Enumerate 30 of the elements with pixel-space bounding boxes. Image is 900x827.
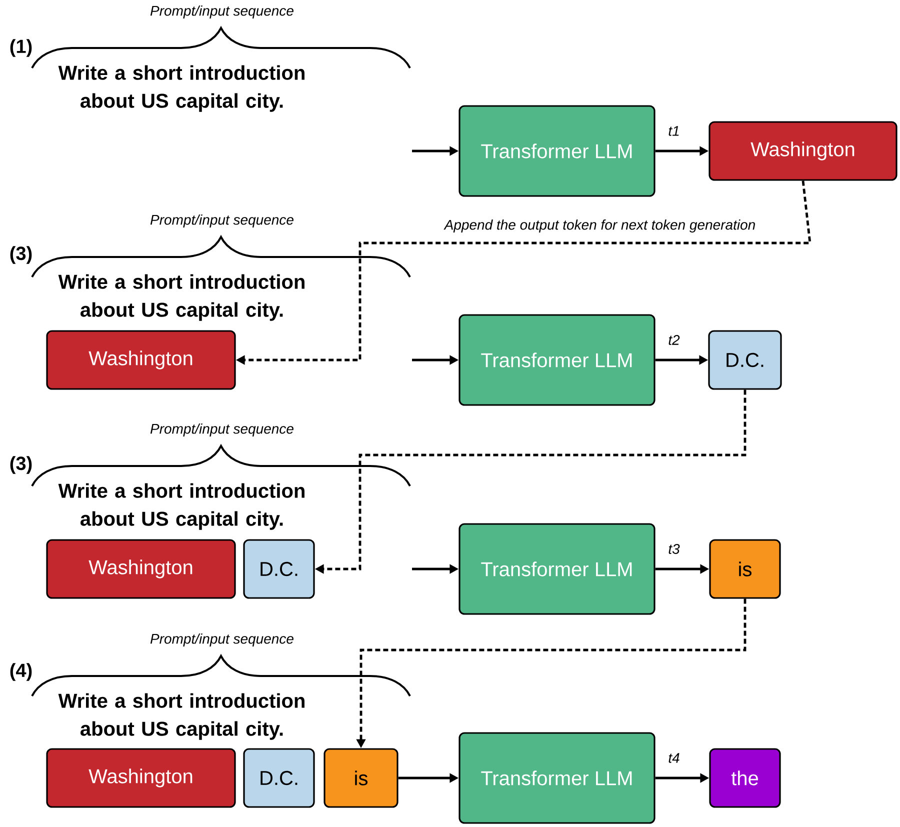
token-box: D.C.	[243, 748, 315, 808]
token-box: D.C.	[708, 330, 782, 390]
token-box: Washington	[46, 539, 236, 599]
edge-label: t4	[667, 752, 681, 764]
step-number: (1)	[10, 39, 32, 57]
token-box: D.C.	[243, 539, 315, 599]
token-box: the	[709, 748, 781, 808]
edge-label: Append the output token for next token generation	[443, 218, 757, 234]
token-box: Washington	[708, 121, 898, 181]
edge-label: t2	[667, 334, 681, 346]
model-box: Transformer LLM	[458, 732, 656, 824]
model-box: Transformer LLM	[458, 105, 656, 197]
brace-label: Prompt/input sequence	[150, 214, 294, 228]
prompt-text: Write a short introduction about US capital city.	[58, 65, 304, 112]
prompt-text: Write a short introduction about US capital city.	[58, 483, 304, 530]
step-number: (3)	[10, 456, 32, 474]
model-box: Transformer LLM	[458, 523, 656, 615]
edge-label: t3	[667, 543, 681, 555]
step-number: (3)	[10, 246, 32, 264]
brace-label: Prompt/input sequence	[150, 633, 294, 647]
prompt-text: Write a short introduction about US capital city.	[58, 693, 304, 740]
edge-label: t1	[667, 125, 681, 137]
token-box: is	[324, 748, 398, 808]
model-box: Transformer LLM	[458, 314, 656, 406]
brace-label: Prompt/input sequence	[150, 5, 294, 19]
token-box: Washington	[46, 330, 236, 390]
step-number: (4)	[10, 663, 32, 681]
token-box: is	[709, 539, 781, 599]
brace-label: Prompt/input sequence	[150, 423, 294, 437]
token-box: Washington	[46, 748, 236, 808]
